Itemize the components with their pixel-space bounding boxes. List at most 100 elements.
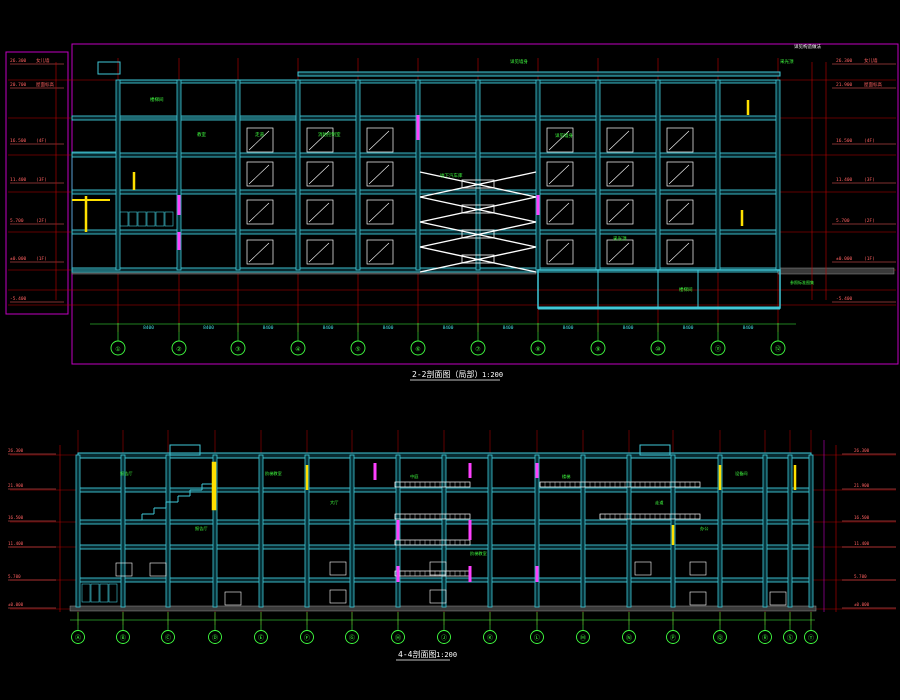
right-level-note-2: (4F) xyxy=(864,138,875,144)
column-top-3 xyxy=(235,79,241,271)
room-door-swing-0-0 xyxy=(248,130,270,151)
room-door-frame-2-3 xyxy=(546,199,574,225)
column-bottom-9 xyxy=(441,454,447,608)
room-door-frame-0-5 xyxy=(666,127,694,153)
room-door-swing-0-3 xyxy=(548,130,570,151)
column-top-8 xyxy=(535,79,541,271)
column-top-11 xyxy=(715,79,721,271)
stair-flight-b-2 xyxy=(419,221,537,248)
left-level-note-1: 屋面标高 xyxy=(36,81,54,88)
bay-dim-top-8: 8400 xyxy=(563,325,574,331)
left-level-note-3: (3F) xyxy=(36,177,47,183)
column-top-1 xyxy=(115,79,121,271)
axis-label-bottom-9: Ⓙ xyxy=(441,634,447,642)
room-label-bottom-3: 中庭 xyxy=(410,473,419,480)
bottom-right-level-4: 5.700 xyxy=(854,574,867,579)
room-label-top-6: 地下汽车库 xyxy=(440,172,463,179)
glazing-panel-0 xyxy=(119,211,129,227)
section-2-2-title: 2-2剖面图（局部） xyxy=(412,369,482,379)
left-level-value-1: 20.700 xyxy=(10,82,27,88)
axis-label-bottom-15: Ⓠ xyxy=(717,634,723,642)
bay-dim-top-3: 8400 xyxy=(263,325,274,331)
axis-label-top-11: ⑪ xyxy=(715,345,721,353)
axis-label-top-8: ⑧ xyxy=(535,346,540,353)
glazing-bottom-0 xyxy=(81,583,91,603)
axis-label-bottom-7: Ⓖ xyxy=(349,634,355,642)
roof-stair-house xyxy=(97,61,121,75)
axis-label-bottom-11: Ⓛ xyxy=(534,634,540,642)
room-door-swing-3-2 xyxy=(368,242,390,263)
axis-label-top-2: ② xyxy=(176,346,181,353)
bottom-right-level-5: ±0.000 xyxy=(854,602,870,607)
glazing-panel-1 xyxy=(128,211,138,227)
axis-label-bottom-12: Ⓜ xyxy=(580,634,586,642)
basement-box xyxy=(537,269,781,309)
room-label-bottom-7: 设备间 xyxy=(735,470,748,477)
left-level-note-2: (4F) xyxy=(36,138,47,144)
room-door-frame-2-2 xyxy=(366,199,394,225)
room-door-swing-2-1 xyxy=(308,202,330,223)
ref-note-top: 详见构造做法 xyxy=(794,43,821,50)
door-frame-bottom-8 xyxy=(689,561,707,576)
right-level-value-0: 26.300 xyxy=(836,58,853,64)
bottom-right-level-2: 16.500 xyxy=(854,515,870,520)
axis-label-bottom-5: Ⓔ xyxy=(258,634,264,642)
room-door-frame-3-0 xyxy=(246,239,274,265)
bridge-railing-1 xyxy=(394,513,471,520)
room-door-swing-2-3 xyxy=(548,202,570,223)
bottom-left-level-5: ±0.000 xyxy=(8,602,24,607)
right-level-note-3: (3F) xyxy=(864,177,875,183)
level-legend-frame xyxy=(5,51,69,315)
axis-label-bottom-8: Ⓗ xyxy=(395,634,401,642)
room-door-frame-1-1 xyxy=(306,161,334,187)
room-label-bottom-9: 阶梯教室 xyxy=(470,550,487,557)
room-label-top-4: 走道 xyxy=(255,131,264,138)
left-level-value-4: 5.700 xyxy=(10,218,24,224)
left-wing-outline xyxy=(71,151,119,271)
glazing-panel-2 xyxy=(137,211,147,227)
room-door-swing-3-5 xyxy=(668,242,690,263)
column-bottom-10 xyxy=(487,454,493,608)
axis-label-top-3: ③ xyxy=(235,346,240,353)
column-top-2 xyxy=(176,79,182,271)
room-door-frame-3-5 xyxy=(666,239,694,265)
room-label-top-5: 消防控制室 xyxy=(318,131,341,138)
left-level-value-2: 16.500 xyxy=(10,138,27,144)
column-bottom-4 xyxy=(212,454,218,608)
room-door-frame-0-0 xyxy=(246,127,274,153)
column-bottom-16 xyxy=(762,454,768,608)
stair-flight-b-0 xyxy=(419,171,537,198)
axis-label-top-9: ⑨ xyxy=(595,346,600,353)
right-level-note-5: (1F) xyxy=(864,256,875,262)
room-door-frame-3-4 xyxy=(606,239,634,265)
axis-label-top-4: ④ xyxy=(295,346,300,353)
room-door-swing-0-1 xyxy=(308,130,330,151)
column-top-6 xyxy=(415,79,421,271)
yellow-member-bottom-stage xyxy=(211,461,217,511)
column-top-9 xyxy=(595,79,601,271)
stair-landing-2 xyxy=(461,229,495,239)
axis-label-bottom-18: Ⓣ xyxy=(808,634,814,642)
right-level-value-3: 11.400 xyxy=(836,177,853,183)
door-frame-bottom-7 xyxy=(634,561,652,576)
room-label-top-0: 详见墙身 xyxy=(510,58,528,65)
bridge-railing-0 xyxy=(394,481,471,488)
room-door-swing-2-2 xyxy=(368,202,390,223)
axis-label-bottom-3: Ⓒ xyxy=(165,634,171,642)
column-bottom-17 xyxy=(787,454,793,608)
axis-label-bottom-14: Ⓟ xyxy=(670,634,676,642)
room-door-frame-1-4 xyxy=(606,161,634,187)
room-door-frame-0-3 xyxy=(546,127,574,153)
room-door-swing-1-0 xyxy=(248,164,270,185)
axis-label-bottom-16: Ⓡ xyxy=(762,634,768,642)
column-bottom-15 xyxy=(717,454,723,608)
column-top-12 xyxy=(775,79,781,271)
bottom-right-level-0: 26.300 xyxy=(854,448,870,453)
bay-dim-top-4: 8400 xyxy=(323,325,334,331)
stair-landing-1 xyxy=(461,204,495,214)
door-frame-bottom-10 xyxy=(769,591,787,606)
axis-label-bottom-13: Ⓝ xyxy=(626,634,632,642)
bottom-right-level-3: 11.400 xyxy=(854,541,870,546)
axis-label-bottom-6: Ⓕ xyxy=(304,634,310,642)
room-door-frame-1-0 xyxy=(246,161,274,187)
